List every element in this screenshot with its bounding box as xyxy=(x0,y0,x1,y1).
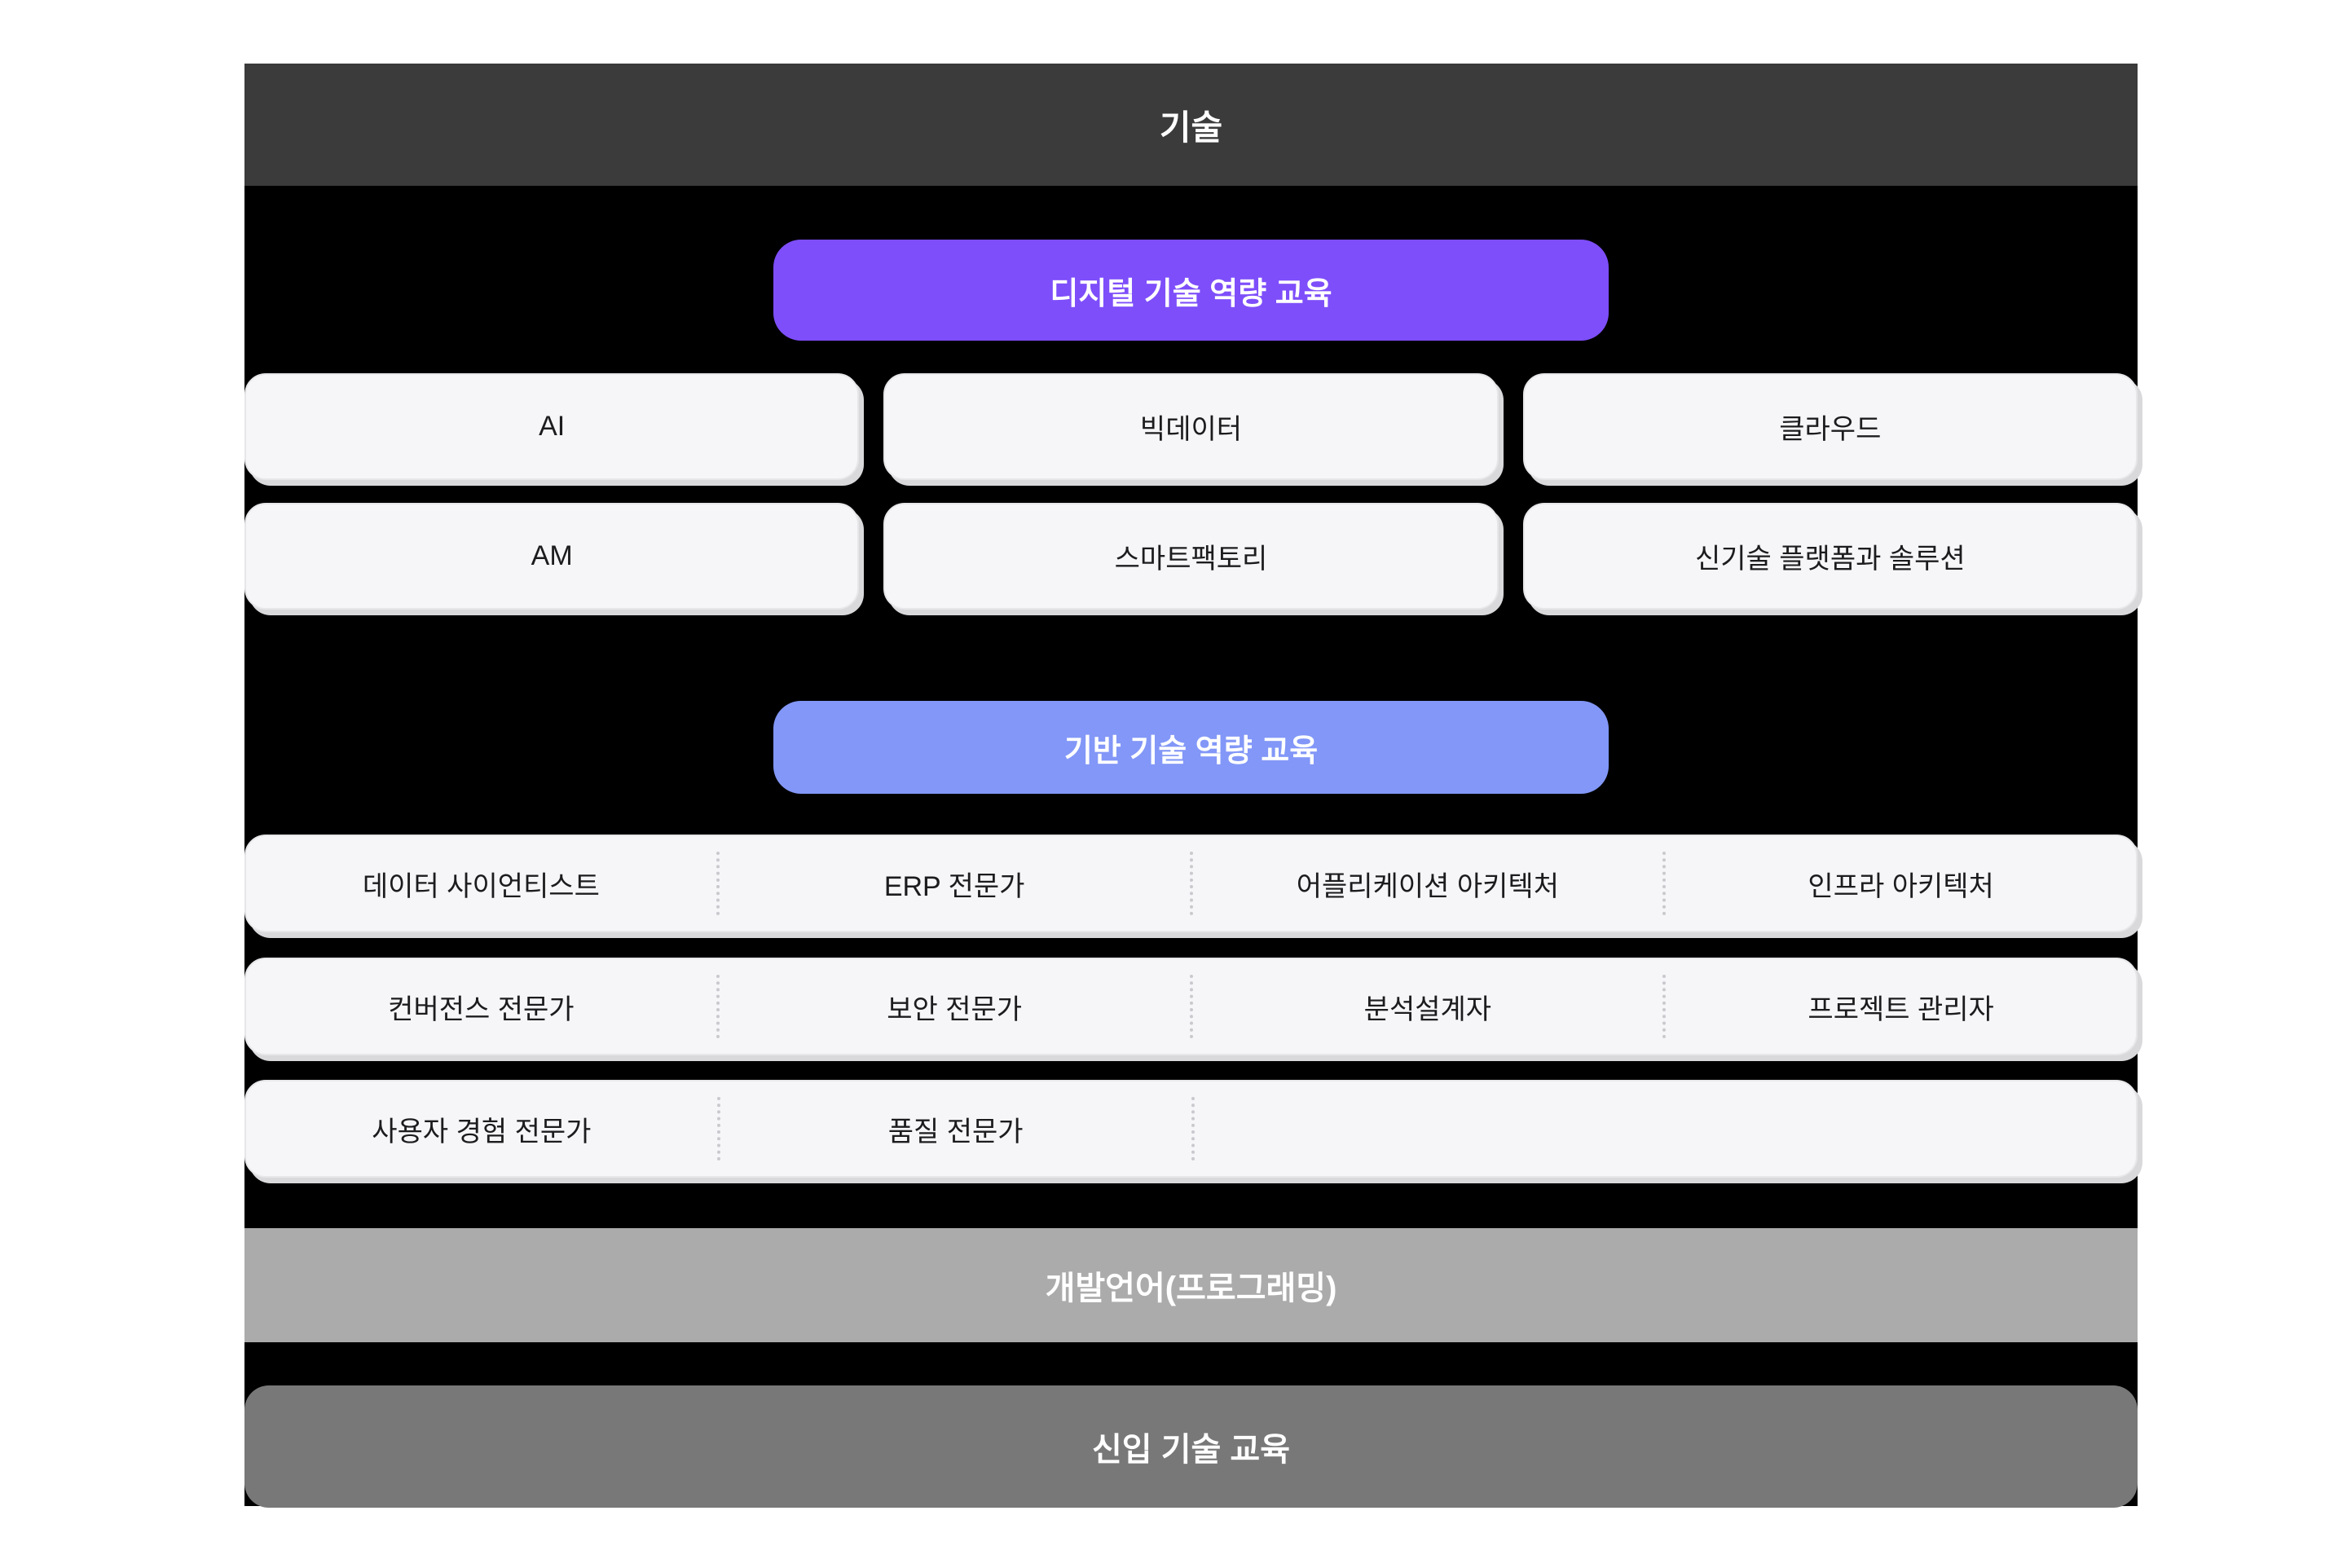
item-bigdata-label: 빅데이터 xyxy=(1139,414,1243,445)
dotted-divider xyxy=(1662,852,1667,915)
dev-language-label: 개발언어(프로그래밍) xyxy=(1045,1271,1337,1306)
item-new-tech-platform: 신기술 플랫폼과 솔루션 xyxy=(1522,503,2138,610)
digital-education-banner: 디지털 기술 역량 교육 xyxy=(773,240,1609,341)
dotted-divider xyxy=(716,852,720,915)
item-smart-factory-label: 스마트팩토리 xyxy=(1114,544,1268,575)
item-cloud-label: 클라우드 xyxy=(1779,414,1882,445)
dotted-divider xyxy=(1191,1097,1195,1161)
role-security-expert: 보안 전문가 xyxy=(887,993,1023,1025)
newcomer-education-label: 신입 기술 교육 xyxy=(1091,1432,1291,1468)
digital-items-row-1: AI 빅데이터 클라우드 xyxy=(244,373,2138,480)
role-erp-expert: ERP 전문가 xyxy=(883,870,1025,902)
header-bar: 기술 xyxy=(244,64,2138,186)
foundation-education-label: 기반 기술 역량 교육 xyxy=(1063,733,1319,769)
role-project-manager: 프로젝트 관리자 xyxy=(1808,993,1994,1025)
role-application-architect: 어플리케이션 아키텍처 xyxy=(1296,870,1559,902)
foundation-row-3: 사용자 경험 전문가 품질 전문가 xyxy=(244,1080,2138,1178)
item-am: AM xyxy=(244,503,860,610)
dotted-divider xyxy=(1662,975,1667,1038)
dotted-divider xyxy=(1189,852,1193,915)
dotted-divider xyxy=(1189,975,1193,1038)
item-am-label: AM xyxy=(531,540,573,571)
role-analysis-designer: 분석설계자 xyxy=(1363,993,1492,1025)
dotted-divider xyxy=(716,975,720,1038)
foundation-row-2: 컨버전스 전문가 보안 전문가 분석설계자 프로젝트 관리자 xyxy=(244,958,2138,1055)
foundation-education-banner: 기반 기술 역량 교육 xyxy=(773,701,1609,794)
item-smart-factory: 스마트팩토리 xyxy=(883,503,1499,610)
header-title: 기술 xyxy=(1159,108,1223,147)
newcomer-education-band: 신입 기술 교육 xyxy=(244,1385,2138,1508)
item-new-tech-platform-label: 신기술 플랫폼과 솔루션 xyxy=(1694,544,1966,575)
tech-education-diagram: 기술 디지털 기술 역량 교육 AI 빅데이터 클라우드 AM 스마트팩토리 신… xyxy=(244,64,2138,1508)
dev-language-band: 개발언어(프로그래밍) xyxy=(244,1228,2138,1342)
item-bigdata: 빅데이터 xyxy=(883,373,1499,480)
digital-items-row-2: AM 스마트팩토리 신기술 플랫폼과 솔루션 xyxy=(244,503,2138,610)
role-infra-architect: 인프라 아키텍처 xyxy=(1808,870,1994,902)
item-ai: AI xyxy=(244,373,860,480)
item-ai-label: AI xyxy=(539,411,566,442)
role-convergence-expert: 컨버전스 전문가 xyxy=(388,993,575,1025)
foundation-row-1: 데이터 사이언티스트 ERP 전문가 어플리케이션 아키텍처 인프라 아키텍처 xyxy=(244,835,2138,932)
item-cloud: 클라우드 xyxy=(1522,373,2138,480)
digital-education-label: 디지털 기술 역량 교육 xyxy=(1050,276,1332,311)
role-ux-expert: 사용자 경험 전문가 xyxy=(372,1116,592,1147)
dotted-divider xyxy=(716,1097,720,1161)
role-quality-expert: 품질 전문가 xyxy=(887,1116,1024,1147)
role-data-scientist: 데이터 사이언티스트 xyxy=(362,870,600,902)
